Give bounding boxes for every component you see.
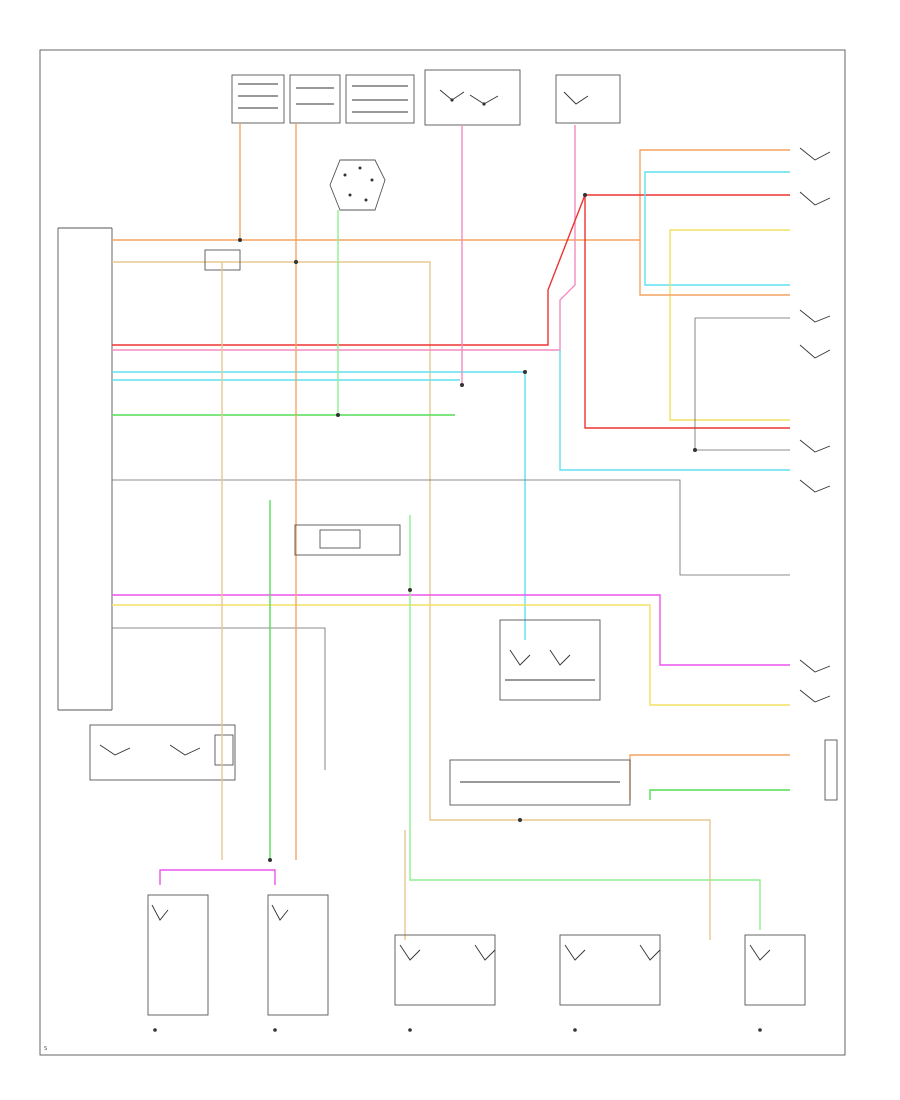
wire-red-1 xyxy=(112,194,790,346)
top-fuse-block-3 xyxy=(345,74,415,124)
right-front-actuator xyxy=(267,894,329,1032)
wire-cyan-right-2 xyxy=(559,350,790,471)
wire-yellow-1 xyxy=(112,604,790,706)
wire-magenta-1 xyxy=(112,594,790,666)
splice-points xyxy=(238,193,697,862)
right-switch-column xyxy=(799,147,838,801)
top-right-fuse-block xyxy=(555,74,621,124)
left-relay-assembly xyxy=(89,724,236,781)
wire-tan-bottom-2 xyxy=(520,819,711,940)
wire-black-2 xyxy=(112,627,326,770)
wire-green-bottom xyxy=(409,515,761,930)
door-lock-module xyxy=(449,759,631,806)
wire-cyan-right xyxy=(644,171,790,286)
wire-black-right xyxy=(694,317,790,451)
top-fuse-block-1 xyxy=(231,74,285,124)
center-relay-box xyxy=(499,619,601,701)
wire-red-right xyxy=(584,195,790,429)
top-relay-box xyxy=(424,69,521,126)
left-front-actuator xyxy=(147,894,209,1032)
multifunction-switch xyxy=(329,159,386,211)
left-rear-actuator xyxy=(394,934,496,1032)
wire-tan-1 xyxy=(112,261,520,821)
diagram-frame xyxy=(39,49,846,1056)
wire-yellow-right xyxy=(669,229,790,421)
rear-liftgate-actuator xyxy=(744,934,806,1032)
main-module-connector xyxy=(57,227,113,711)
wire-magenta-bottom xyxy=(159,869,276,885)
wire-pink-1 xyxy=(112,125,576,351)
right-rear-actuator xyxy=(559,934,661,1032)
wire-green-right xyxy=(649,789,790,800)
wire-orange-right xyxy=(639,240,790,296)
passenger-module-connector xyxy=(294,524,401,556)
diagram-code-label: S xyxy=(44,1046,47,1052)
wire-cyan-1 xyxy=(112,371,526,640)
wire-orange-right-2 xyxy=(629,754,790,800)
top-fuse-block-2 xyxy=(289,74,341,124)
wire-black-1 xyxy=(112,479,790,576)
